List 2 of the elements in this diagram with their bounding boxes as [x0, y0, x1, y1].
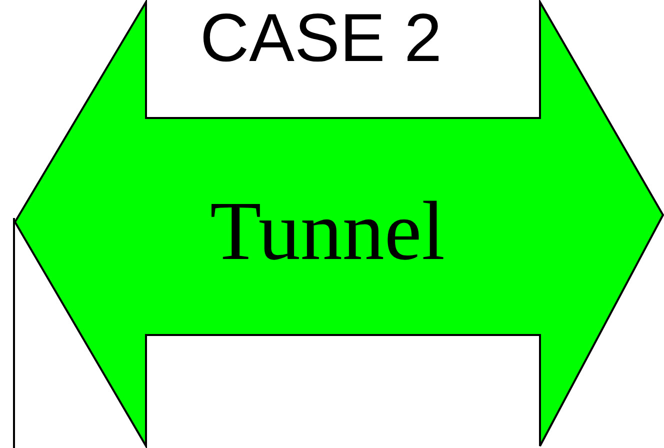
shape-label: Tunnel	[210, 190, 445, 274]
heading-text: CASE 2	[200, 4, 442, 72]
